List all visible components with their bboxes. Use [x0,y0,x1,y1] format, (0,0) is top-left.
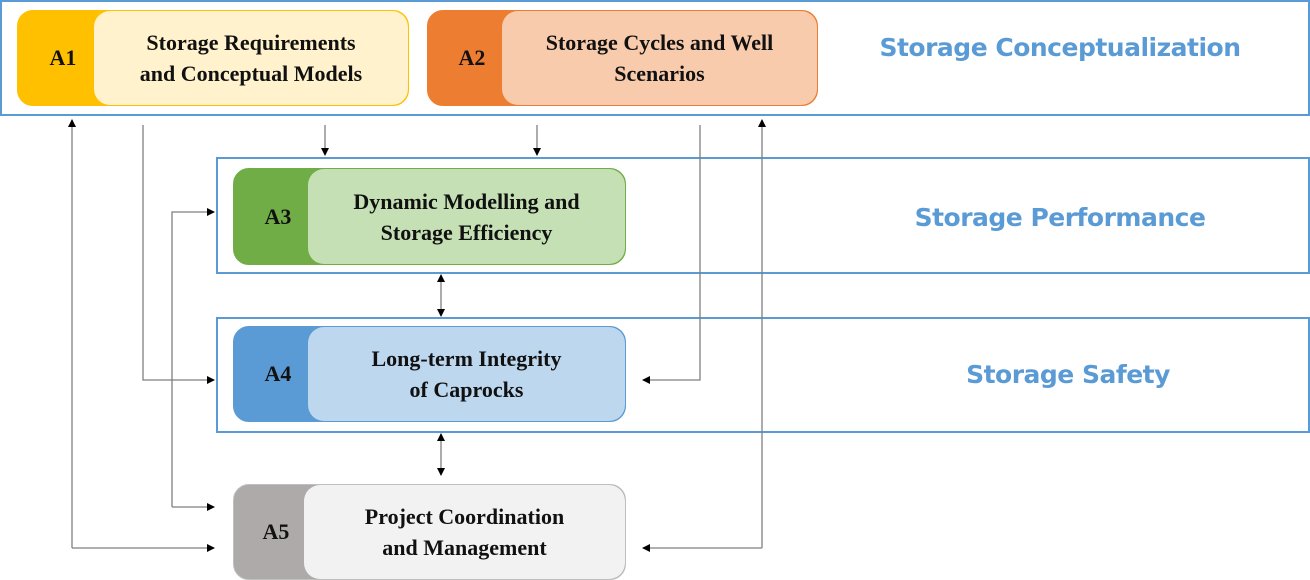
work-package-code: A3 [264,203,292,229]
group-label-conceptualization: Storage Conceptualization [879,33,1241,62]
connector-a5-a3 [171,208,215,507]
connector-a1-a4 [142,125,215,384]
connector-a2-a4 [642,125,701,384]
work-package-code: A4 [264,361,292,386]
work-package-code: A1 [49,45,77,70]
work-package-code: A2 [458,45,486,70]
group-frame-safety [216,317,1310,433]
group-frame-performance [216,157,1310,274]
group-label-safety: Storage Safety [966,360,1170,389]
group-frame-conceptualization [0,0,1310,116]
work-package-code: A5 [262,519,290,544]
group-label-performance: Storage Performance [914,203,1206,232]
